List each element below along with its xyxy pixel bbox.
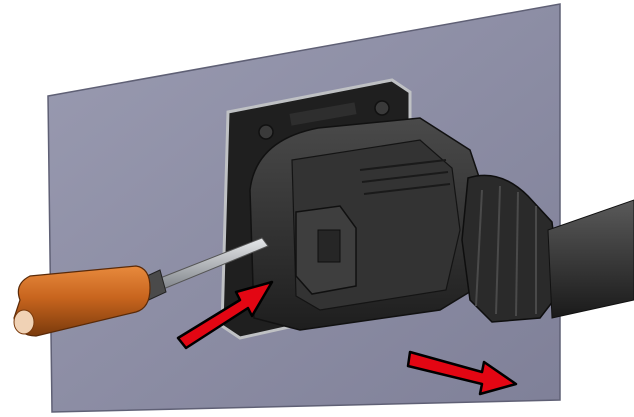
screwdriver [13,237,269,337]
connector-housing [249,117,491,331]
arrow-right-up-icon [176,280,274,350]
coupling-nut [461,174,561,323]
arrow-right-down-icon [406,350,518,396]
cable [547,199,634,319]
